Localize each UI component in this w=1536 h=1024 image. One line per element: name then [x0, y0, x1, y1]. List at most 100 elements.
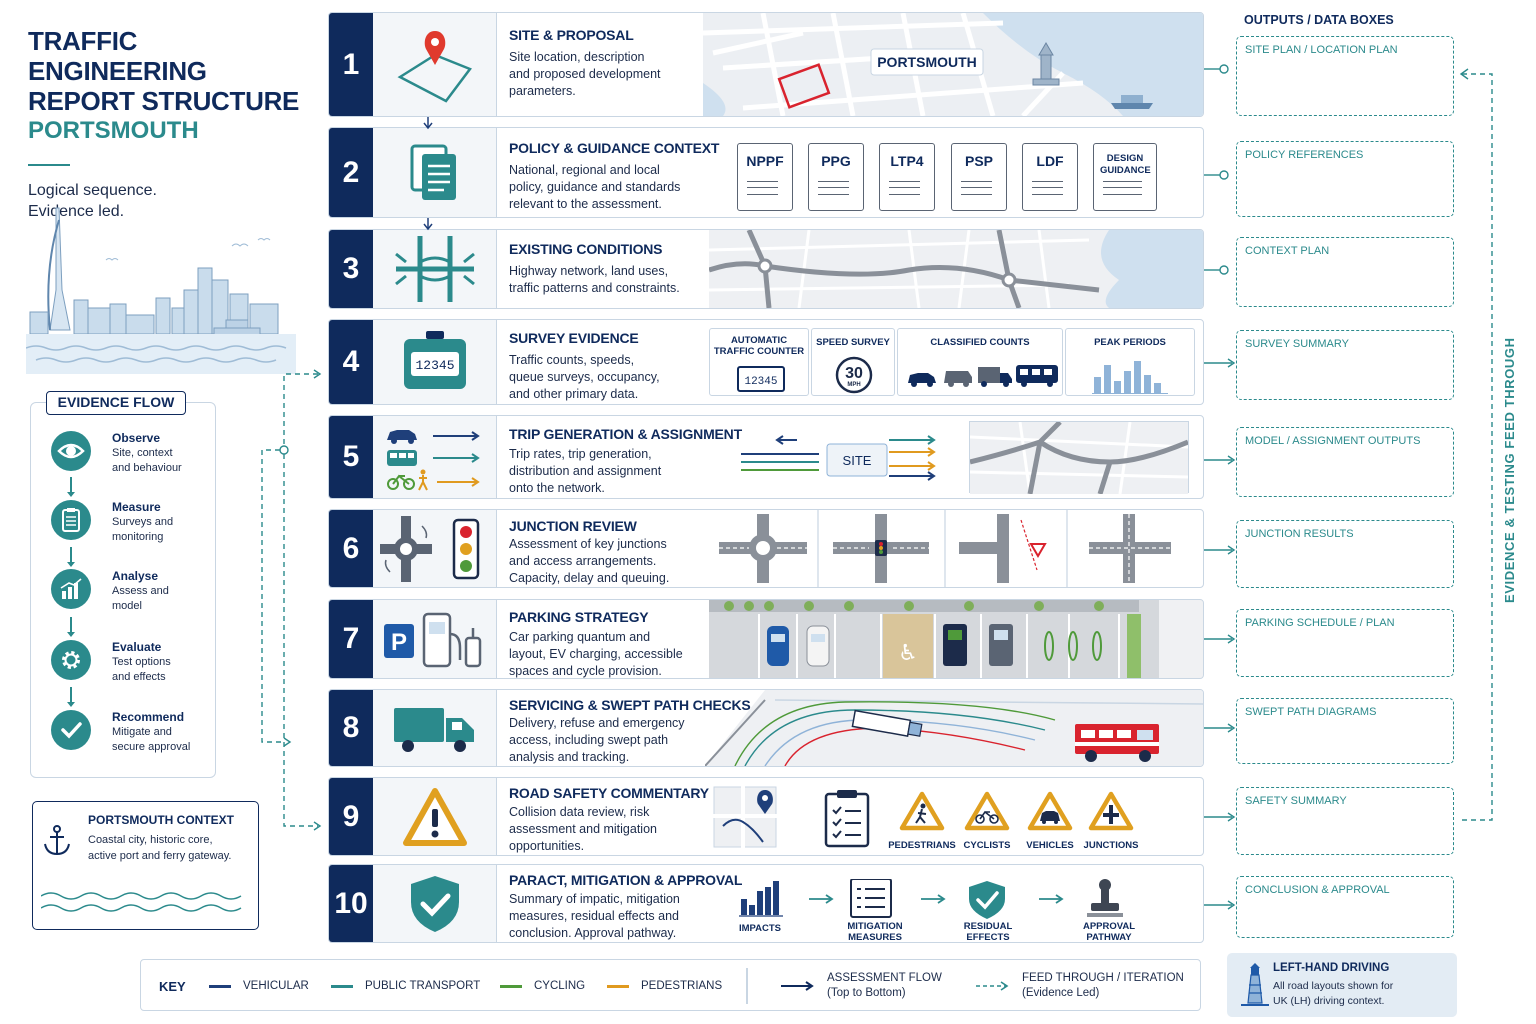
section-row-5[interactable]: 5 TRIP GENERATION & ASSIGNMENT Trip rate… — [328, 415, 1204, 499]
flow-step-name: Evaluate — [112, 640, 162, 654]
output-box-safety-summary[interactable]: SAFETY SUMMARY — [1236, 787, 1454, 855]
feed-through-side-label: EVIDENCE & TESTING FEED THROUGH — [1498, 313, 1520, 607]
section-title: ROAD SAFETY COMMENTARY — [509, 785, 709, 801]
section-title: TRIP GENERATION & ASSIGNMENT — [509, 426, 742, 442]
output-box-parking-schedule[interactable]: PARKING SCHEDULE / PLAN — [1236, 609, 1454, 677]
map-city-label: PORTSMOUTH — [877, 54, 977, 70]
output-box-swept-path[interactable]: SWEPT PATH DIAGRAMS — [1236, 698, 1454, 764]
key-item-feed-through: FEED THROUGH / ITERATION(Evidence Led) — [976, 960, 1184, 1012]
parking-ev-charger-icon: P — [373, 600, 497, 678]
section-title: POLICY & GUIDANCE CONTEXT — [509, 140, 720, 156]
flow-arrow — [67, 687, 75, 707]
pedestrian-warning-sign-icon — [899, 791, 945, 831]
section-row-6[interactable]: 6 JUNCTION REVIEW Assessment of key junc… — [328, 509, 1204, 588]
site-location-map: PORTSMOUTH — [702, 13, 1203, 116]
classified-counts-panel: CLASSIFIED COUNTS — [897, 328, 1063, 396]
shield-check-icon — [373, 865, 497, 942]
section-row-9[interactable]: 9 ROAD SAFETY COMMENTARY Collision data … — [328, 777, 1204, 856]
policy-doc-ppg: PPG — [808, 143, 864, 211]
section-title: SITE & PROPOSAL — [509, 27, 634, 43]
lh-driving-title: LEFT-HAND DRIVING — [1273, 962, 1390, 974]
context-title: PORTSMOUTH CONTEXT — [88, 813, 234, 827]
step-label-impacts: IMPACTS — [738, 923, 782, 934]
output-box-conclusion[interactable]: CONCLUSION & APPROVAL — [1236, 876, 1454, 938]
section-title: SURVEY EVIDENCE — [509, 330, 639, 346]
svg-text:P: P — [390, 629, 406, 656]
section-row-3[interactable]: 3 EXISTING CONDITIONS Highway network, l… — [328, 229, 1204, 309]
approval-pathway-diagram — [739, 879, 1123, 919]
traffic-counter-icon: 12345 — [373, 320, 497, 404]
delivery-truck-icon — [373, 690, 497, 766]
section-number: 6 — [329, 510, 373, 587]
section-row-1[interactable]: 1 SITE & PROPOSAL Site location, descrip… — [328, 12, 1204, 117]
feedback-loop-line — [1459, 68, 1493, 821]
output-box-policy-references[interactable]: POLICY REFERENCES — [1236, 141, 1454, 217]
location-pin-icon — [373, 13, 497, 116]
swept-path-diagram — [704, 690, 1203, 766]
documents-icon — [373, 128, 497, 217]
peak-periods-bar-icon — [1092, 361, 1168, 394]
section-number: 1 — [329, 13, 373, 116]
flow-arrow — [67, 547, 75, 567]
policy-doc-ldf: LDF — [1022, 143, 1078, 211]
collision-map-icon — [713, 786, 777, 848]
svg-text:♿: ♿ — [898, 641, 918, 666]
sign-label-junctions: JUNCTIONS — [1083, 840, 1139, 851]
section-row-7[interactable]: 7 P PARKING STRATEGY Car parking quantum… — [328, 599, 1204, 679]
clipboard-icon — [51, 500, 91, 540]
counter-display-icon: 12345 — [737, 366, 785, 392]
section-number: 3 — [329, 230, 373, 308]
junction-types-panel — [709, 510, 1203, 587]
output-box-junction-results[interactable]: JUNCTION RESULTS — [1236, 520, 1454, 588]
section-title: PARKING STRATEGY — [509, 609, 649, 625]
warning-triangle-icon — [373, 778, 497, 855]
section-desc: Highway network, land uses,traffic patte… — [509, 264, 680, 295]
left-hand-driving-note: LEFT-HAND DRIVING All road layouts shown… — [1227, 953, 1457, 1017]
section-number: 10 — [329, 865, 373, 942]
wave-decoration — [41, 892, 242, 912]
page-title-line1: TRAFFIC ENGINEERING — [28, 26, 207, 86]
output-connectors — [1204, 64, 1236, 910]
output-box-context-plan[interactable]: CONTEXT PLAN — [1236, 237, 1454, 307]
svg-text:EVIDENCE & TESTING FEED THROUG: EVIDENCE & TESTING FEED THROUGH — [1502, 337, 1517, 603]
tagline-line1: Logical sequence. — [28, 182, 157, 199]
junction-warning-sign-icon — [1088, 791, 1134, 831]
section-row-4[interactable]: 4 12345 SURVEY EVIDENCE Traffic counts, … — [328, 319, 1204, 405]
output-box-model-outputs[interactable]: MODEL / ASSIGNMENT OUTPUTS — [1236, 427, 1454, 497]
page-title-line2: REPORT STRUCTURE — [28, 86, 300, 116]
key-item-vehicular: VEHICULAR — [209, 960, 309, 1012]
vehicle-classes-icon — [908, 365, 1058, 387]
anchor-icon — [44, 825, 70, 856]
policy-doc-ltp4: LTP4 — [879, 143, 935, 211]
section-row-2[interactable]: 2 POLICY & GUIDANCE CONTEXT National, re… — [328, 127, 1204, 218]
peak-periods-panel: PEAK PERIODS — [1065, 328, 1195, 396]
svg-text:12345: 12345 — [415, 358, 454, 373]
existing-network-map — [708, 230, 1203, 308]
flow-step-name: Observe — [112, 431, 161, 445]
vehicle-warning-sign-icon — [1027, 791, 1073, 831]
section-row-8[interactable]: 8 SERVICING & SWEPT PATH CHECKS Delivery… — [328, 689, 1204, 767]
output-box-site-plan[interactable]: SITE PLAN / LOCATION PLAN — [1236, 36, 1454, 116]
legend-key: KEY VEHICULAR PUBLIC TRANSPORT CYCLING P… — [140, 959, 1201, 1011]
policy-doc-design-guidance: DESIGN GUIDANCE — [1093, 143, 1157, 211]
key-divider — [746, 968, 748, 1004]
section-title: JUNCTION REVIEW — [509, 518, 637, 534]
cyclist-warning-sign-icon — [964, 791, 1010, 831]
speed-limit-sign-icon: 30 MPH — [835, 356, 873, 394]
output-box-survey-summary[interactable]: SURVEY SUMMARY — [1236, 330, 1454, 400]
section-row-10[interactable]: 10 PARACT, MITIGATION & APPROVAL Summary… — [328, 864, 1204, 943]
